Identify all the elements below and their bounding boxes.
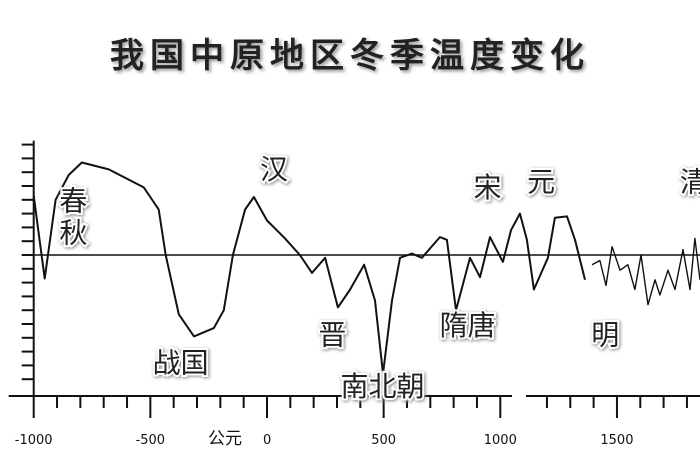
chart-title: 我国中原地区冬季温度变化 [110, 36, 590, 76]
era-label: 明 [591, 319, 619, 352]
era-label: 元 [527, 166, 555, 199]
x-axis-label: 公元 [208, 429, 242, 449]
x-tick-label: -500 [136, 433, 166, 448]
era-label: 南北朝 [340, 370, 424, 403]
era-label: 清 [680, 166, 700, 199]
era-label: 秋 [59, 217, 87, 250]
x-tick-label: 0 [263, 433, 271, 448]
era-label: 晋 [318, 319, 346, 352]
x-tick-label: 1000 [484, 433, 517, 448]
temperature-line [591, 237, 700, 306]
era-label: 汉 [260, 153, 288, 186]
era-label: 隋唐 [440, 309, 496, 342]
era-label: 战国 [153, 346, 209, 379]
x-tick-label: 1500 [600, 433, 633, 448]
era-label: 春 [59, 185, 87, 218]
temperature-line [32, 161, 586, 375]
x-tick-label: 500 [371, 433, 396, 448]
x-tick-label: -1000 [15, 433, 53, 448]
era-label: 宋 [473, 171, 501, 204]
